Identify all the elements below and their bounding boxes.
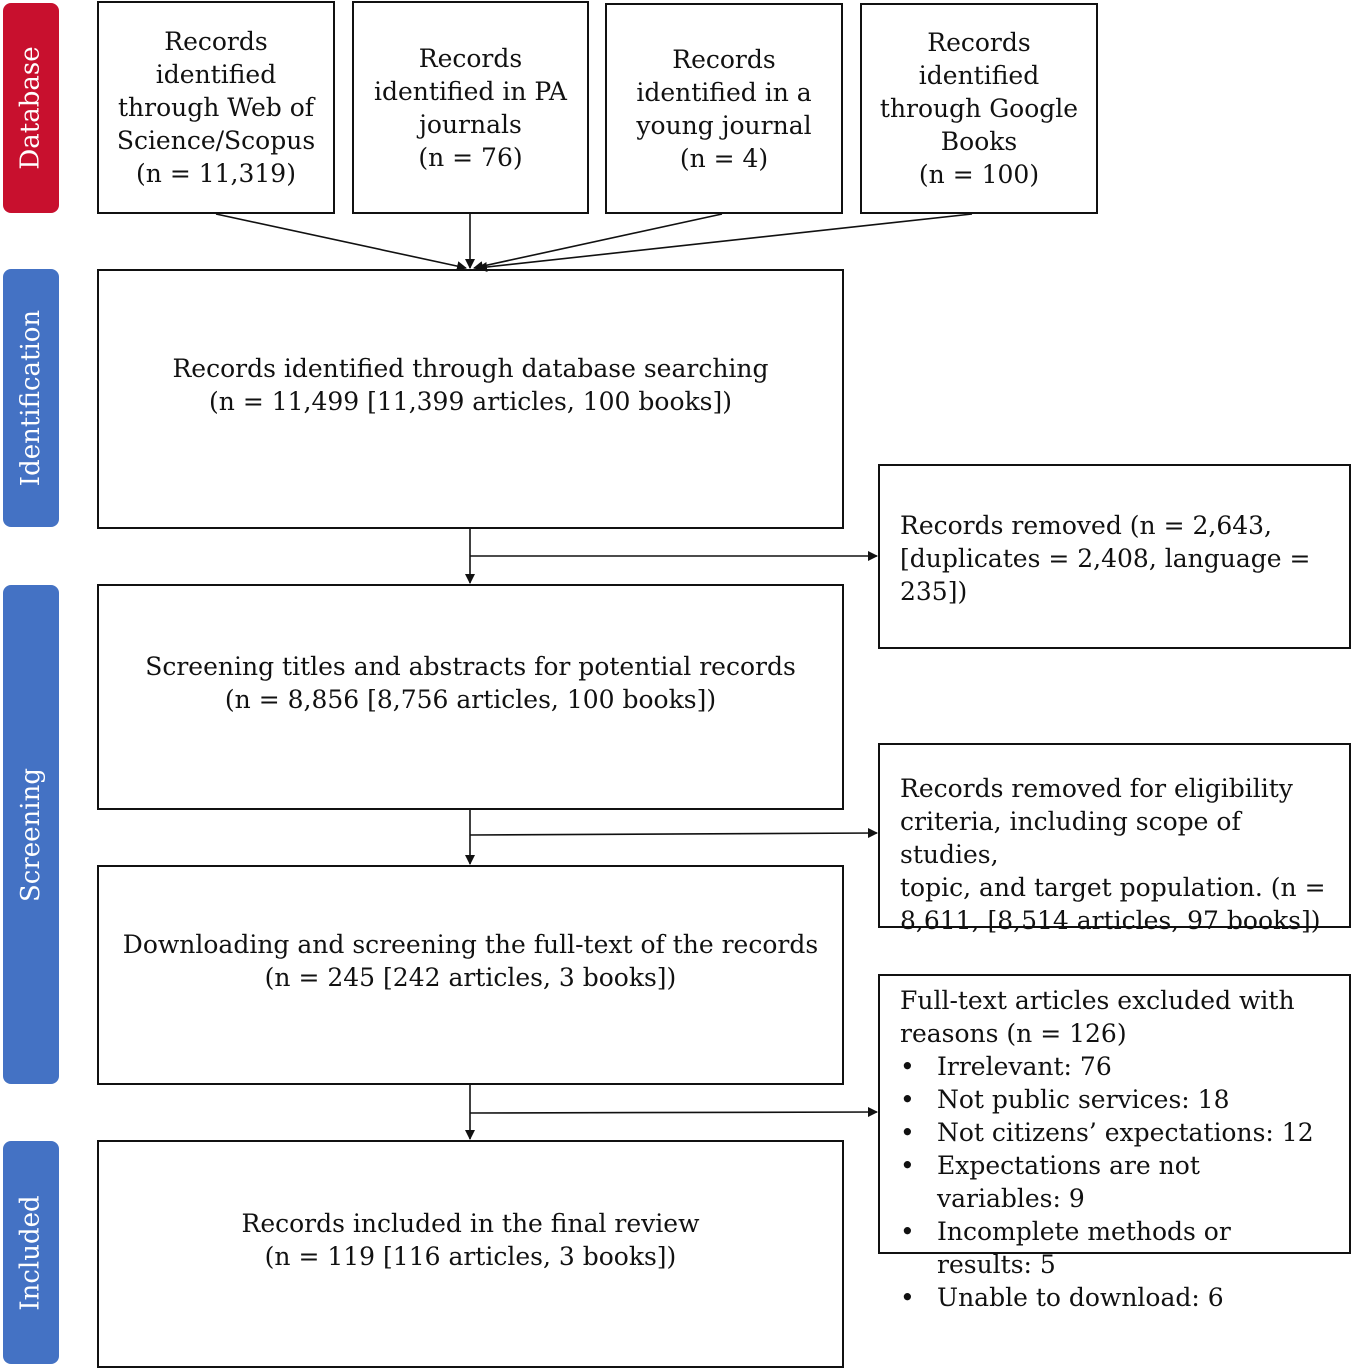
excluded-heading-line: Full-text articles excluded with [900, 986, 1295, 1015]
eligibility-removed-line: 8,611, [8,514 articles, 97 books]) [900, 906, 1321, 935]
exclusion-reasons-list: Irrelevant: 76 Not public services: 18 N… [900, 1050, 1329, 1314]
records-removed-line: [duplicates = 2,408, language = [900, 544, 1311, 573]
source-4-line: Records [927, 28, 1031, 57]
source-4-line: Books [940, 127, 1018, 156]
excluded-heading-line: reasons (n = 126) [900, 1019, 1127, 1048]
source-3-count: (n = 4) [679, 143, 769, 173]
records-removed-line: Records removed (n = 2,643, [900, 511, 1272, 540]
exclusion-reason: Expectations are not variables: 9 [900, 1149, 1329, 1215]
exclusion-reason: Irrelevant: 76 [900, 1050, 1329, 1083]
phase-label-screening: Screening [3, 585, 59, 1084]
arrow-source4-to-identified [477, 213, 973, 272]
arrow-source3-to-identified [473, 213, 723, 271]
source-box-web-of-science-scopus: Records identified through Web of Scienc… [97, 1, 335, 214]
screening-title: Screening titles and abstracts for poten… [145, 652, 796, 681]
source-3-line: identified in a [636, 77, 812, 107]
identified-records-box: Records identified through database sear… [97, 269, 844, 529]
exclusion-reason: Incomplete methods or results: 5 [900, 1215, 1329, 1281]
source-box-young-journal: Records identified in a young journal (n… [605, 3, 843, 214]
exclusion-reason: Not citizens’ expectations: 12 [900, 1116, 1329, 1149]
arrow-source1-to-identified [215, 213, 467, 271]
source-box-pa-journals: Records identified in PA journals (n = 7… [352, 1, 589, 214]
eligibility-removed-box: Records removed for eligibility criteria… [878, 743, 1351, 935]
screening-box: Screening titles and abstracts for poten… [97, 584, 844, 810]
phase-label-database: Database [3, 3, 59, 213]
source-2-line: Records [418, 43, 523, 73]
included-title: Records included in the final review [241, 1209, 700, 1238]
source-3-line: Records [672, 44, 776, 74]
source-2-line: journals [419, 109, 522, 139]
fulltext-count: (n = 245 [242 articles, 3 books]) [264, 963, 677, 992]
source-1-line: through Web of [117, 93, 314, 122]
arrow-to-excluded-reasons [469, 1107, 878, 1118]
screening-count: (n = 8,856 [8,756 articles, 100 books]) [224, 685, 717, 714]
arrow-to-eligibility-removed [469, 828, 878, 839]
identified-records-title: Records identified through database sear… [172, 354, 769, 383]
records-removed-line: 235]) [900, 577, 968, 606]
source-4-count: (n = 100) [918, 160, 1040, 189]
source-4-line: through Google [879, 94, 1079, 123]
records-removed-box: Records removed (n = 2,643, [duplicates … [878, 464, 1351, 649]
eligibility-removed-line: Records removed for eligibility [900, 774, 1293, 803]
excluded-reasons-box: Full-text articles excluded with reasons… [878, 974, 1351, 1314]
source-2-count: (n = 76) [418, 142, 523, 172]
included-box: Records included in the final review (n … [97, 1140, 844, 1368]
fulltext-title: Downloading and screening the full-text … [122, 930, 819, 959]
fulltext-box: Downloading and screening the full-text … [97, 865, 844, 1085]
identified-records-count: (n = 11,499 [11,399 articles, 100 books]… [209, 387, 732, 416]
source-1-line: Records [164, 27, 268, 56]
eligibility-removed-line: criteria, including scope of studies, [900, 807, 1241, 869]
phase-label-identification: Identification [3, 269, 59, 527]
source-2-line: identified in PA [374, 76, 567, 106]
source-box-google-books: Records identified through Google Books … [860, 3, 1098, 214]
phase-label-included: Included [3, 1141, 59, 1364]
source-1-count: (n = 11,319) [136, 159, 296, 188]
source-3-line: young journal [636, 110, 812, 140]
exclusion-reason: Unable to download: 6 [900, 1281, 1329, 1314]
source-1-line: Science/Scopus [116, 126, 316, 155]
source-4-line: identified [918, 61, 1040, 90]
eligibility-removed-line: topic, and target population. (n = [900, 873, 1326, 902]
exclusion-reason: Not public services: 18 [900, 1083, 1329, 1116]
included-count: (n = 119 [116 articles, 3 books]) [264, 1242, 677, 1271]
source-1-line: identified [155, 60, 277, 89]
